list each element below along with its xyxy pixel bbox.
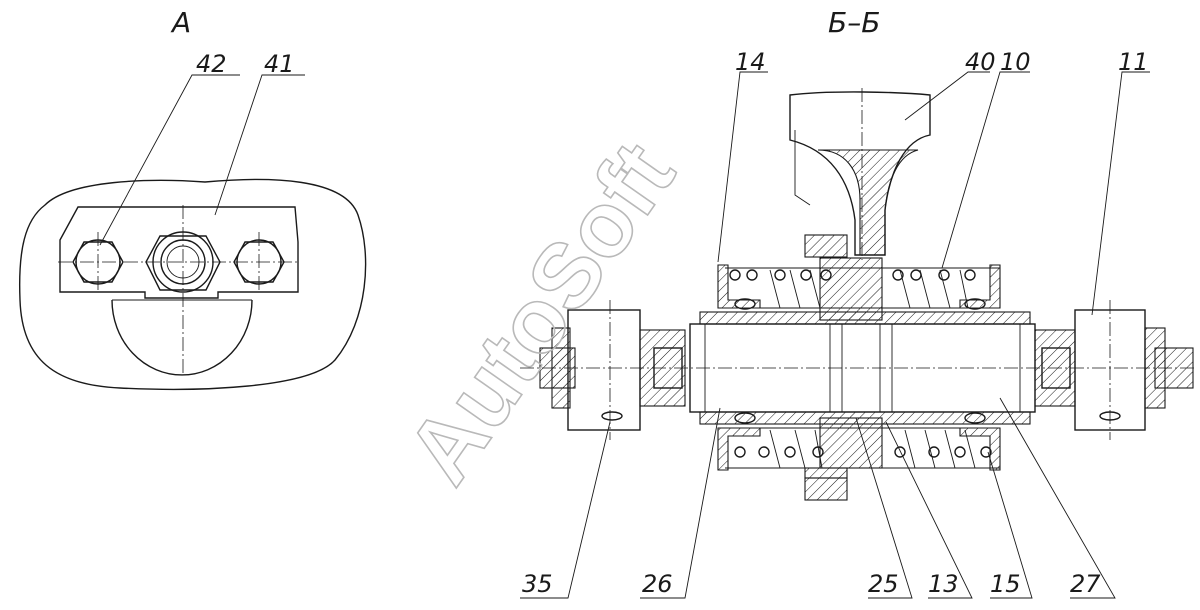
leader-25 [855,417,913,599]
callout-11: 11 [1118,48,1149,76]
leader-42 [99,74,240,246]
spring-bottom [717,298,1001,471]
callout-15: 15 [990,570,1021,598]
leader-40 [904,71,990,121]
leader-14 [717,71,768,263]
leader-15 [987,451,1033,599]
callout-25: 25 [868,570,899,598]
callout-42: 42 [196,50,227,78]
leader-26 [640,407,721,599]
view-a: А 42 41 [18,6,367,391]
callout-40: 40 [965,48,996,76]
right-bracket [1034,300,1194,440]
callout-41: 41 [264,50,295,78]
leader-10 [941,71,1030,269]
view-a-cam [111,299,253,376]
sleeve-top [699,311,1031,325]
shaft [689,323,1036,413]
callout-27: 27 [1070,570,1101,598]
spring-top [717,264,1001,309]
view-a-plate [59,206,299,299]
leader-41 [214,74,305,216]
callout-35: 35 [522,570,553,598]
view-bb: Б–Б [520,6,1195,599]
lever-arm [789,88,931,260]
callout-26: 26 [642,570,673,598]
view-bb-title: Б–Б [828,6,880,39]
hub [804,234,883,501]
callout-10: 10 [1000,48,1031,76]
leader-35 [520,421,611,599]
view-a-housing-outline [18,178,367,391]
view-a-title: А [170,6,191,39]
leader-11 [1091,71,1150,316]
callout-14: 14 [735,48,766,76]
leader-27 [999,397,1116,599]
watermark: AutoSoft [388,125,694,502]
leader-13 [885,421,973,599]
callout-13: 13 [928,570,959,598]
left-bracket [539,300,686,440]
